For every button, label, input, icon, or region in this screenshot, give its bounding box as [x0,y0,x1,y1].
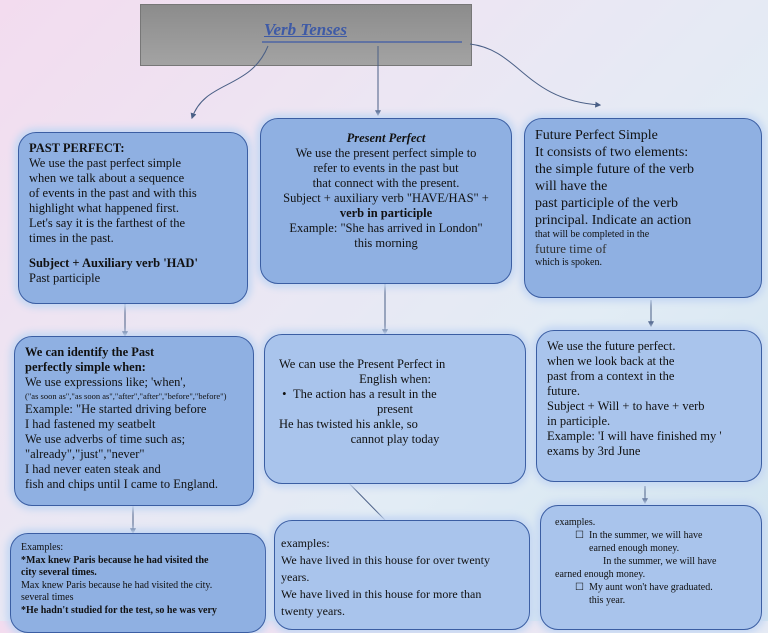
text-line: We can use the Present Perfect in [279,357,446,371]
text-line: We have lived in this house for over twe… [281,553,490,567]
text-line: We use the past perfect simple [29,156,182,170]
past-identify-heading: We can identify the Past [25,345,155,359]
text-line: times in the past. [29,231,114,245]
arrow-to-future-perfect [469,43,602,108]
text-line: examples: [281,536,330,550]
text-line: Max knew Paris because he had visited th… [21,579,213,591]
bullet-item: ☐My aunt won't have graduated. [575,582,713,593]
text-line: will have the [535,179,608,194]
text-line: that connect with the present. [312,176,460,190]
text-line: several times [21,592,74,603]
text-line: We have lived in this house for more tha… [281,587,482,601]
text-line: past from a context in the [547,369,675,383]
past-examples-box: Examples: *Max knew Paris because he had… [10,533,266,633]
present-perfect-box: Present Perfect We use the present perfe… [260,118,512,284]
text-line: refer to events in the past but [313,161,459,175]
text-line: Let's say it is the farthest of the [29,216,186,230]
text-line: ("as soon as","as soon as","after","afte… [25,391,227,401]
text-line: the simple future of the verb [535,162,695,177]
text-line: Example: "He started driving before [25,402,207,416]
past-identify-box: We can identify the Past perfectly simpl… [14,336,254,506]
text-line: We use the present perfect simple to [295,146,477,160]
text-line: years. [281,570,310,584]
text-line: In the summer, we will have [603,556,717,567]
future-use-box: We use the future perfect. when we look … [536,330,762,482]
text-line: present [376,402,414,416]
future-perfect-box: Future Perfect Simple It consists of two… [524,118,762,298]
text-line: city several times. [21,567,97,578]
text-line: We use expressions like; 'when', [25,375,186,389]
past-perfect-heading: PAST PERFECT: [29,141,125,155]
text-line: principal. Indicate an action [535,213,692,228]
text-line: earned enough money. [555,569,646,580]
future-examples-box: examples. ☐In the summer, we will have e… [540,505,762,630]
text-line: *Max knew Paris because he had visited t… [21,554,209,566]
text-line: past participle of the verb [535,196,679,211]
text-line: fish and chips until I came to England. [25,477,219,491]
text-line: It consists of two elements: [535,145,689,160]
past-perfect-formula: Subject + Auxiliary verb 'HAD' [29,256,198,270]
text-line: this year. [589,595,626,606]
text-line: Subject + Will + to have + verb [547,399,705,413]
text-line: I had never eaten steak and [25,462,161,476]
present-examples-box: examples: We have lived in this house fo… [274,520,530,630]
text-line: when we talk about a sequence [29,171,185,185]
past-perfect-box: PAST PERFECT: We use the past perfect si… [18,132,248,304]
present-perfect-heading: Present Perfect [346,131,426,145]
past-examples-label: Examples: [21,542,64,553]
text-line: Example: 'I will have finished my ' [547,429,722,443]
text-line: verb in participle [339,206,433,220]
bullet-item: •The action has a result in the [279,387,437,401]
text-line: of events in the past and with this [29,186,197,200]
text-line: *He hadn't studied for the test, so he w… [21,604,217,616]
text-line: which is spoken. [535,257,602,268]
text-line: when we look back at the [547,354,675,368]
future-perfect-heading: Future Perfect Simple [535,128,658,143]
text-line: We use adverbs of time such as; [25,432,186,446]
text-line: English when: [359,372,431,386]
diagram-title: Verb Tenses [264,20,347,39]
text-line: He has twisted his ankle, so [279,417,418,431]
text-line: Example: "She has arrived in London" [289,221,483,235]
text-line: Subject + auxiliary verb "HAVE/HAS" + [283,191,489,205]
future-examples-label: examples. [555,517,596,528]
present-when-box: We can use the Present Perfect in Englis… [264,334,526,484]
text-line: We use the future perfect. [547,339,676,353]
text-line: Past participle [29,271,101,285]
text-line: twenty years. [281,604,345,618]
text-line: future. [547,384,580,398]
text-line: that will be completed in the [535,229,650,240]
text-line: I had fastened my seatbelt [25,417,156,431]
text-line: "already","just","never" [25,447,145,461]
bullet-item: ☐In the summer, we will have [575,530,703,541]
text-line: highlight what happened first. [29,201,179,215]
text-line: earned enough money. [589,543,680,554]
text-line: perfectly simple when: [25,360,146,374]
text-line: exams by 3rd June [547,444,641,458]
text-line: cannot play today [350,432,440,446]
text-line: in participle. [547,414,611,428]
text-line: future time of [535,241,607,256]
text-line: this morning [354,236,418,250]
